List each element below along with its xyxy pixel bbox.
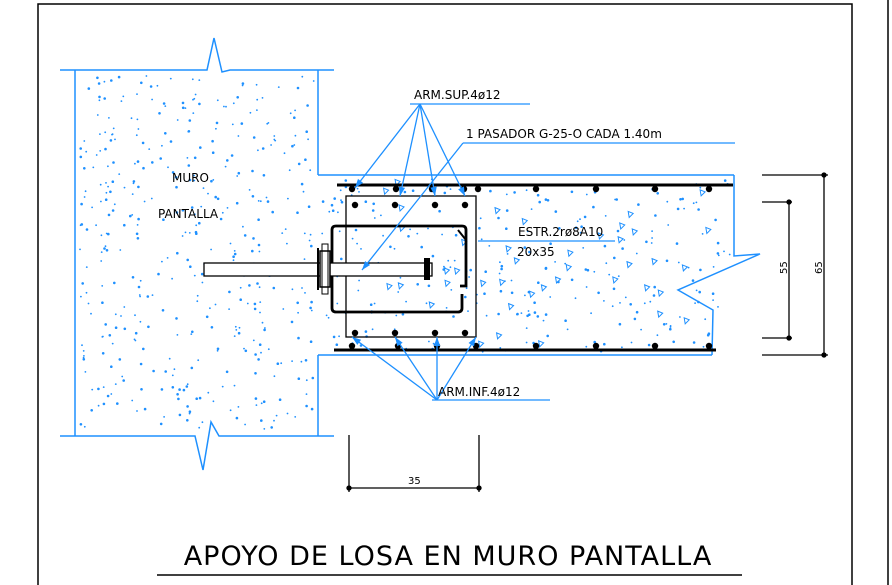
dimension-label-35: 35 — [408, 476, 421, 487]
label-arm-inf: ARM.INF.4ø12 — [438, 385, 520, 399]
label-muro: MURO — [172, 171, 209, 185]
retaining-wall — [60, 37, 334, 471]
label-pantalla: PANTALLA — [158, 207, 219, 221]
drawing-title: APOYO DE LOSA EN MURO PANTALLA — [184, 541, 713, 572]
label-estribo-size: 20x35 — [517, 245, 555, 259]
dowel-pin — [203, 243, 433, 295]
dimension-label-55: 55 — [779, 261, 790, 274]
drawing-frame — [37, 3, 853, 585]
dimension-heights — [762, 172, 828, 358]
wall-stipple — [79, 75, 315, 430]
label-pasador: 1 PASADOR G-25-O CADA 1.40m — [466, 127, 662, 141]
bottom-rebar — [334, 342, 716, 352]
top-rebar — [337, 183, 733, 193]
label-arm-sup: ARM.SUP.4ø12 — [414, 88, 501, 102]
dimension-width — [346, 435, 482, 492]
label-estribo: ESTR.2rø8A10 — [518, 225, 603, 239]
dimension-label-65: 65 — [814, 261, 825, 274]
leader-arrowheads — [352, 178, 476, 347]
stirrup-hook — [457, 229, 467, 241]
leader-lines — [351, 103, 735, 401]
cage-bars — [351, 201, 469, 337]
slab-outline — [318, 174, 761, 356]
